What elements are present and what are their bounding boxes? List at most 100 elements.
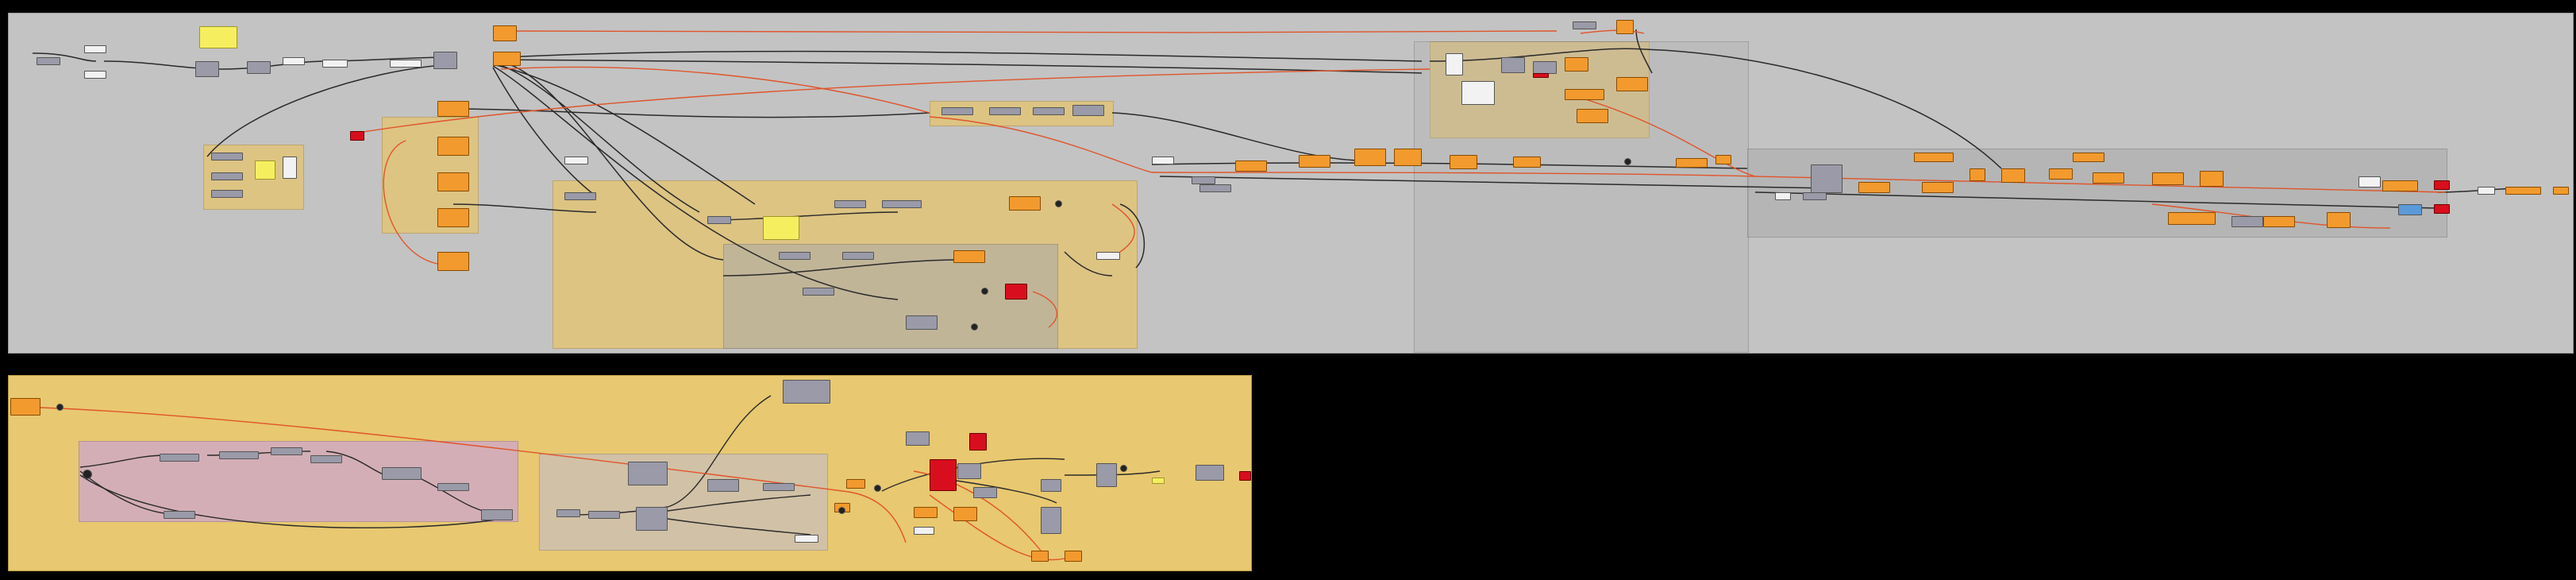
component-node[interactable] (969, 433, 987, 450)
component-node[interactable] (941, 107, 973, 115)
component-node[interactable] (1533, 73, 1549, 78)
component-node[interactable] (953, 250, 985, 263)
component-node[interactable] (164, 511, 195, 519)
component-node[interactable] (1235, 160, 1267, 172)
component-node[interactable] (1501, 57, 1525, 73)
component-node[interactable] (1914, 153, 1954, 162)
component-node[interactable] (1616, 77, 1648, 91)
parameter-node[interactable] (1152, 157, 1174, 164)
component-node[interactable] (211, 153, 243, 160)
parameter-node[interactable] (84, 71, 106, 79)
component-node[interactable] (2434, 204, 2450, 214)
component-node[interactable] (803, 288, 834, 296)
component-node[interactable] (2398, 204, 2422, 215)
toggle-node[interactable] (56, 404, 64, 411)
component-node[interactable] (437, 172, 469, 191)
component-node[interactable] (973, 487, 997, 498)
panel-note[interactable] (255, 160, 275, 180)
parameter-node[interactable] (914, 527, 934, 535)
component-node[interactable] (588, 511, 620, 519)
component-node[interactable] (953, 507, 977, 521)
component-node[interactable] (1192, 176, 1215, 184)
toggle-node[interactable] (874, 485, 881, 492)
canvas-bottom[interactable] (8, 375, 1252, 571)
component-node[interactable] (2505, 187, 2541, 195)
component-node[interactable] (1533, 61, 1557, 74)
toggle-node[interactable] (83, 470, 92, 479)
component-node[interactable] (271, 447, 302, 455)
toggle-node[interactable] (838, 507, 845, 514)
parameter-node[interactable] (283, 57, 305, 65)
toggle-node[interactable] (1055, 200, 1062, 207)
component-node[interactable] (2327, 212, 2351, 228)
panel-note[interactable] (199, 26, 237, 48)
parameter-node[interactable] (2478, 187, 2495, 195)
component-node[interactable] (493, 25, 517, 41)
component-node[interactable] (247, 61, 271, 74)
component-node[interactable] (219, 451, 259, 459)
component-node[interactable] (1394, 149, 1422, 166)
component-node[interactable] (1196, 465, 1224, 481)
component-node[interactable] (195, 61, 219, 77)
component-node[interactable] (10, 398, 40, 416)
component-node[interactable] (1573, 21, 1596, 29)
component-node[interactable] (1922, 182, 1954, 193)
component-node[interactable] (2263, 216, 2295, 227)
component-node[interactable] (1031, 551, 1049, 562)
component-node[interactable] (1565, 57, 1588, 72)
component-node[interactable] (1858, 182, 1890, 193)
component-node[interactable] (437, 137, 469, 156)
component-node[interactable] (1616, 20, 1634, 34)
component-node[interactable] (882, 200, 922, 208)
group-mid[interactable] (539, 454, 828, 551)
component-node[interactable] (2049, 168, 2073, 180)
parameter-node[interactable] (795, 535, 818, 543)
component-node[interactable] (914, 507, 938, 518)
component-node[interactable] (433, 52, 457, 69)
component-node[interactable] (2231, 216, 2263, 227)
toggle-node[interactable] (1624, 158, 1631, 165)
component-node[interactable] (437, 101, 469, 117)
parameter-node[interactable] (390, 60, 422, 68)
component-node[interactable] (628, 462, 668, 485)
parameter-node[interactable] (1775, 192, 1791, 200)
component-node[interactable] (636, 507, 668, 531)
component-node[interactable] (1577, 109, 1608, 123)
component-node[interactable] (707, 479, 739, 492)
panel-note[interactable] (1152, 478, 1165, 484)
toggle-node[interactable] (971, 323, 978, 331)
component-node[interactable] (1041, 479, 1061, 492)
toggle-node[interactable] (981, 288, 988, 295)
component-node[interactable] (2001, 168, 2025, 183)
component-node[interactable] (437, 208, 469, 227)
parameter-node[interactable] (2358, 176, 2381, 188)
component-node[interactable] (2168, 212, 2216, 225)
component-node[interactable] (2093, 172, 2124, 184)
component-node[interactable] (1033, 107, 1065, 115)
component-node[interactable] (1041, 507, 1061, 534)
component-node[interactable] (834, 200, 866, 208)
component-node[interactable] (382, 467, 422, 480)
component-node[interactable] (1970, 168, 1985, 181)
component-node[interactable] (2553, 187, 2569, 195)
component-node[interactable] (310, 455, 342, 463)
component-node[interactable] (2382, 180, 2418, 191)
component-node[interactable] (2434, 180, 2450, 190)
component-node[interactable] (493, 52, 521, 66)
component-node[interactable] (906, 431, 930, 446)
component-node[interactable] (350, 131, 364, 141)
component-node[interactable] (779, 252, 811, 260)
component-node[interactable] (1715, 155, 1731, 164)
component-node[interactable] (556, 509, 580, 517)
component-node[interactable] (1072, 105, 1104, 116)
parameter-node[interactable] (1096, 252, 1120, 260)
component-node[interactable] (846, 479, 865, 489)
parameter-node[interactable] (1446, 53, 1463, 75)
component-node[interactable] (211, 172, 243, 180)
component-node[interactable] (763, 483, 795, 491)
parameter-node[interactable] (322, 60, 348, 68)
component-node[interactable] (437, 252, 469, 271)
parameter-node[interactable] (283, 157, 297, 179)
group-upper-right[interactable] (1430, 41, 1650, 138)
panel-note[interactable] (1461, 81, 1495, 105)
